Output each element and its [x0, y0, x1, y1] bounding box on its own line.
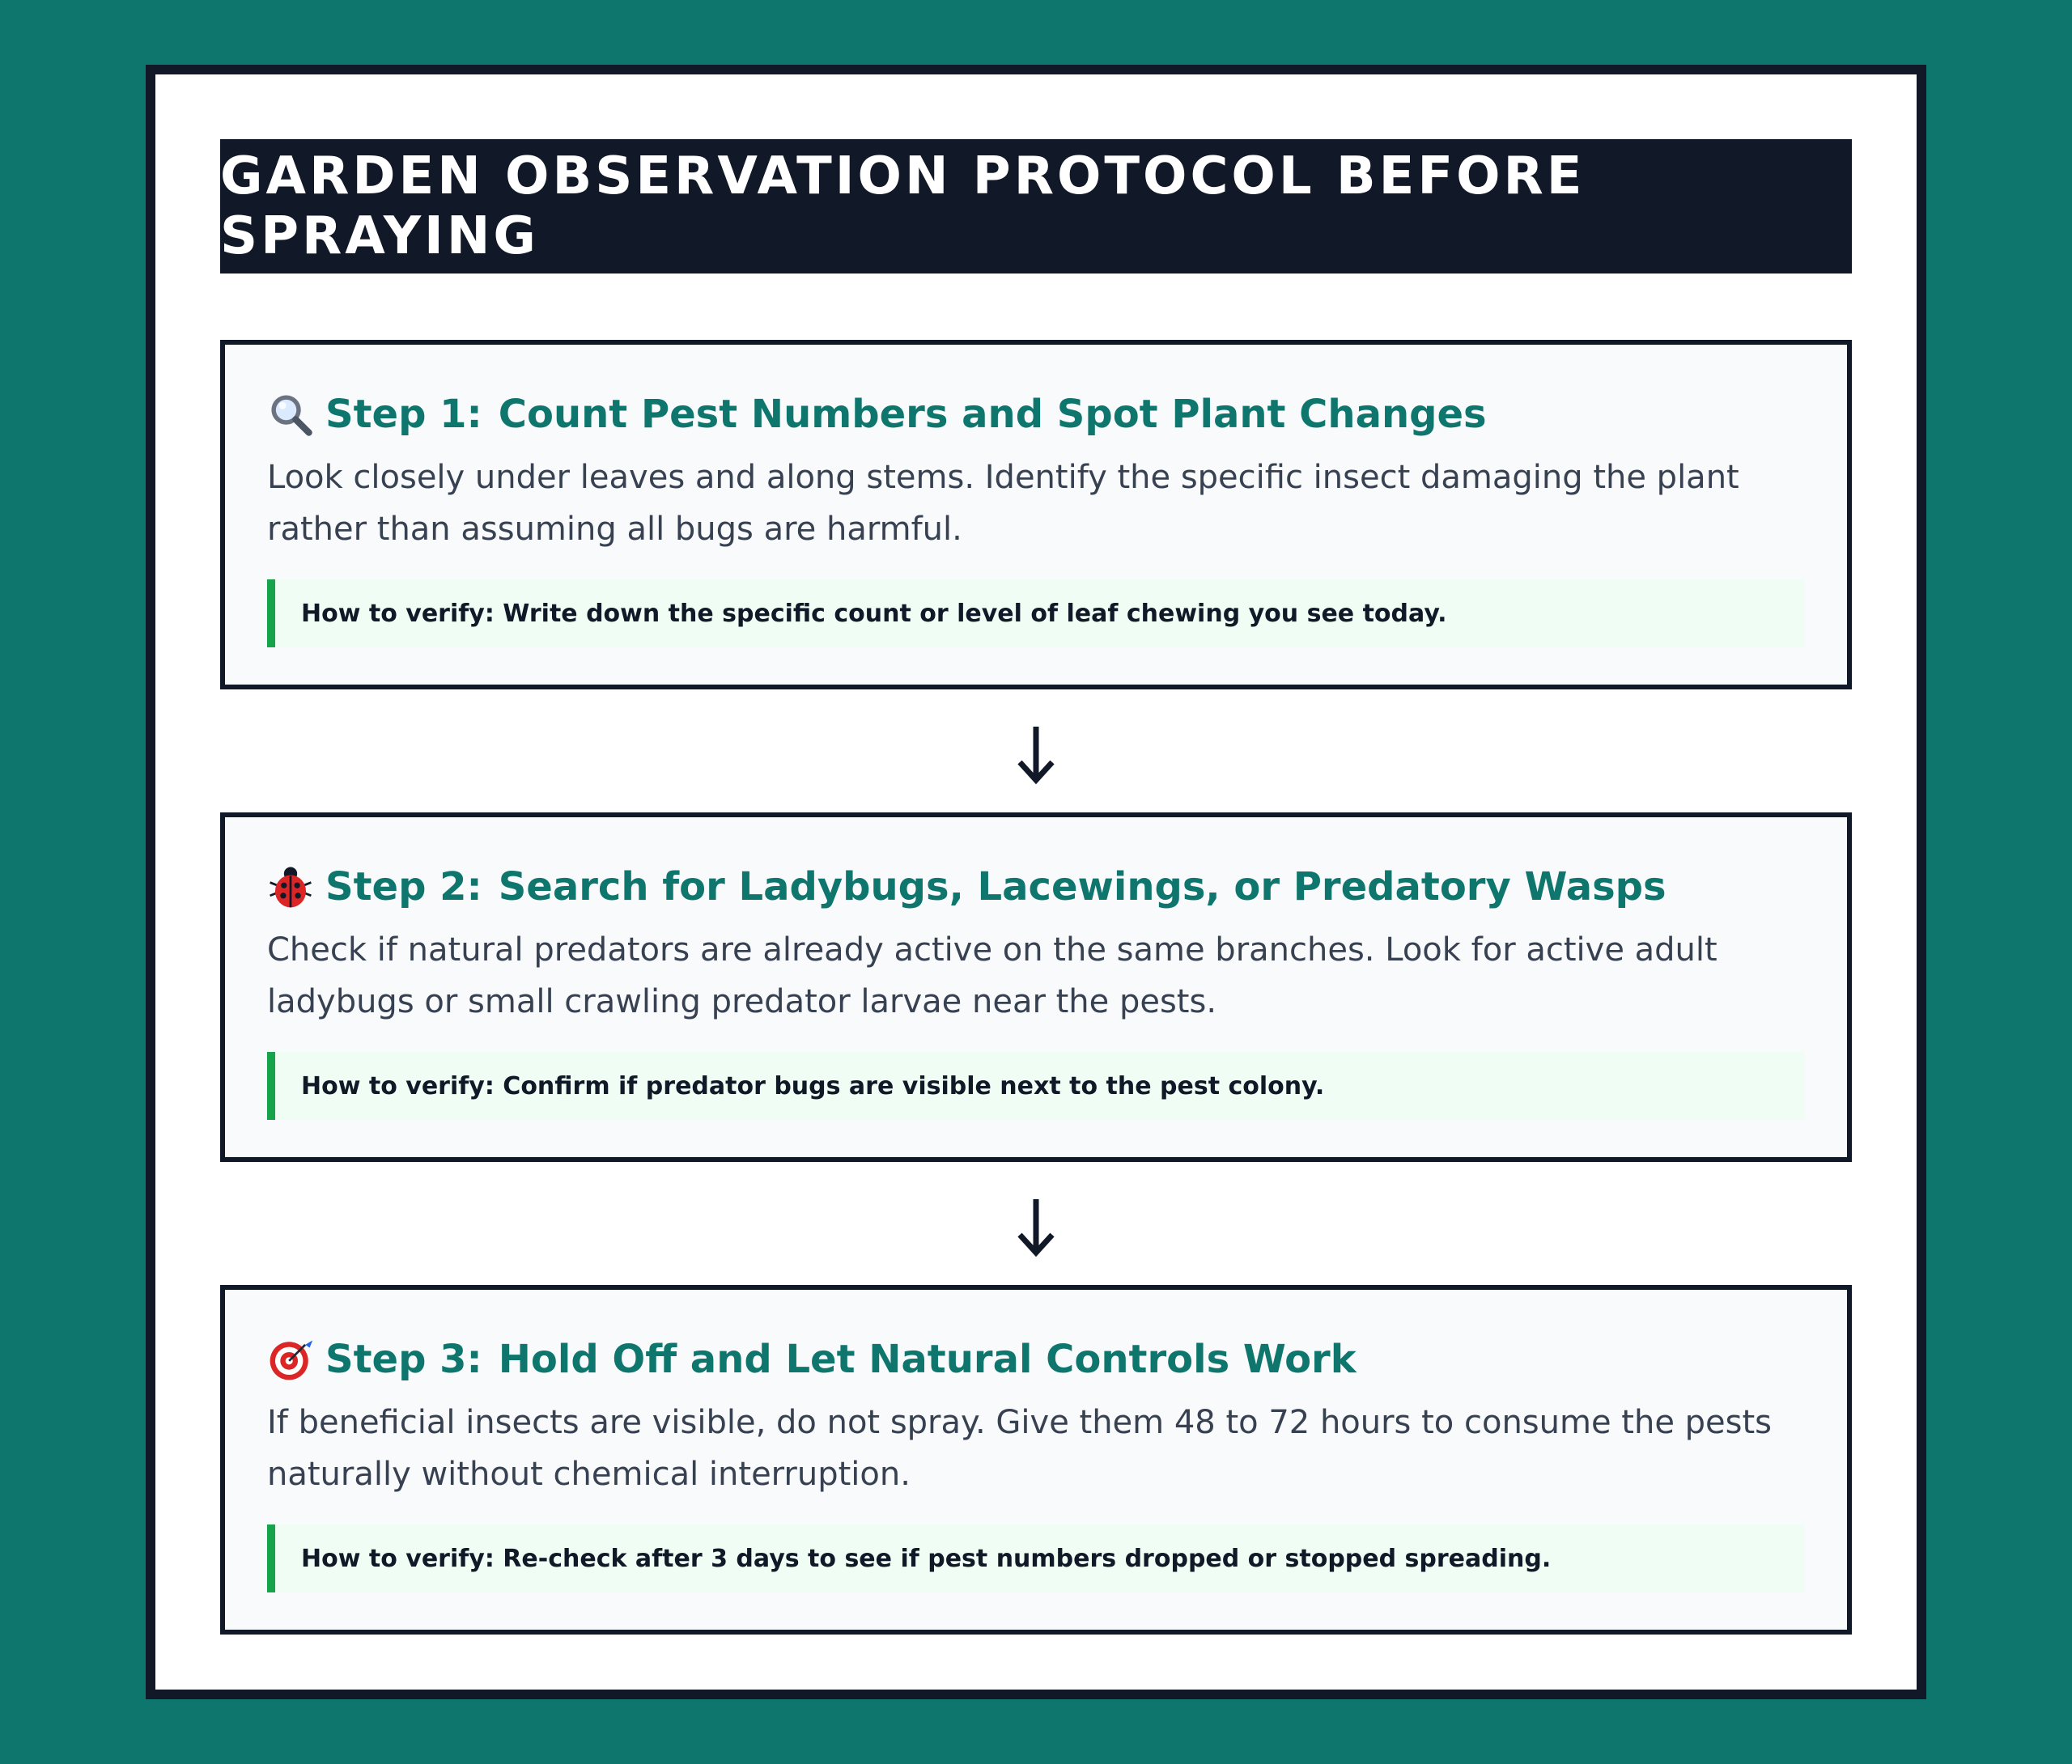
- protocol-card: GARDEN OBSERVATION PROTOCOL BEFORE SPRAY…: [146, 65, 1926, 1699]
- ladybug-icon: [270, 867, 312, 908]
- verify-note: How to verify: Confirm if predator bugs …: [267, 1052, 1805, 1120]
- verify-note: How to verify: Write down the specific c…: [267, 579, 1805, 647]
- step-description: Look closely under leaves and along stem…: [267, 459, 1739, 548]
- down-arrow-icon: [1017, 727, 1055, 785]
- step-heading: Step 2: Search for Ladybugs, Lacewings, …: [267, 863, 1805, 911]
- step-description: Check if natural predators are already a…: [267, 931, 1717, 1020]
- step-card-3: Step 3: Hold Off and Let Natural Control…: [220, 1285, 1852, 1635]
- magnifying-glass-icon: [271, 395, 312, 436]
- step-card-2: Step 2: Search for Ladybugs, Lacewings, …: [220, 812, 1852, 1162]
- step-title: Hold Off and Let Natural Controls Work: [498, 1337, 1357, 1382]
- step-number: Step 2:: [325, 864, 482, 910]
- target-icon: [270, 1340, 313, 1380]
- step-title: Search for Ladybugs, Lacewings, or Preda…: [498, 864, 1667, 910]
- verify-note: How to verify: Re-check after 3 days to …: [267, 1524, 1805, 1592]
- step-number: Step 3:: [325, 1337, 482, 1382]
- down-arrow-icon: [1017, 1199, 1055, 1257]
- step-description: If beneficial insects are visible, do no…: [267, 1404, 1773, 1493]
- step-heading: Step 1: Count Pest Numbers and Spot Plan…: [267, 390, 1805, 439]
- step-title: Count Pest Numbers and Spot Plant Change…: [498, 392, 1487, 437]
- page-title: GARDEN OBSERVATION PROTOCOL BEFORE SPRAY…: [220, 139, 1852, 274]
- step-card-1: Step 1: Count Pest Numbers and Spot Plan…: [220, 340, 1852, 689]
- step-number: Step 1:: [325, 392, 482, 437]
- step-heading: Step 3: Hold Off and Let Natural Control…: [267, 1335, 1805, 1384]
